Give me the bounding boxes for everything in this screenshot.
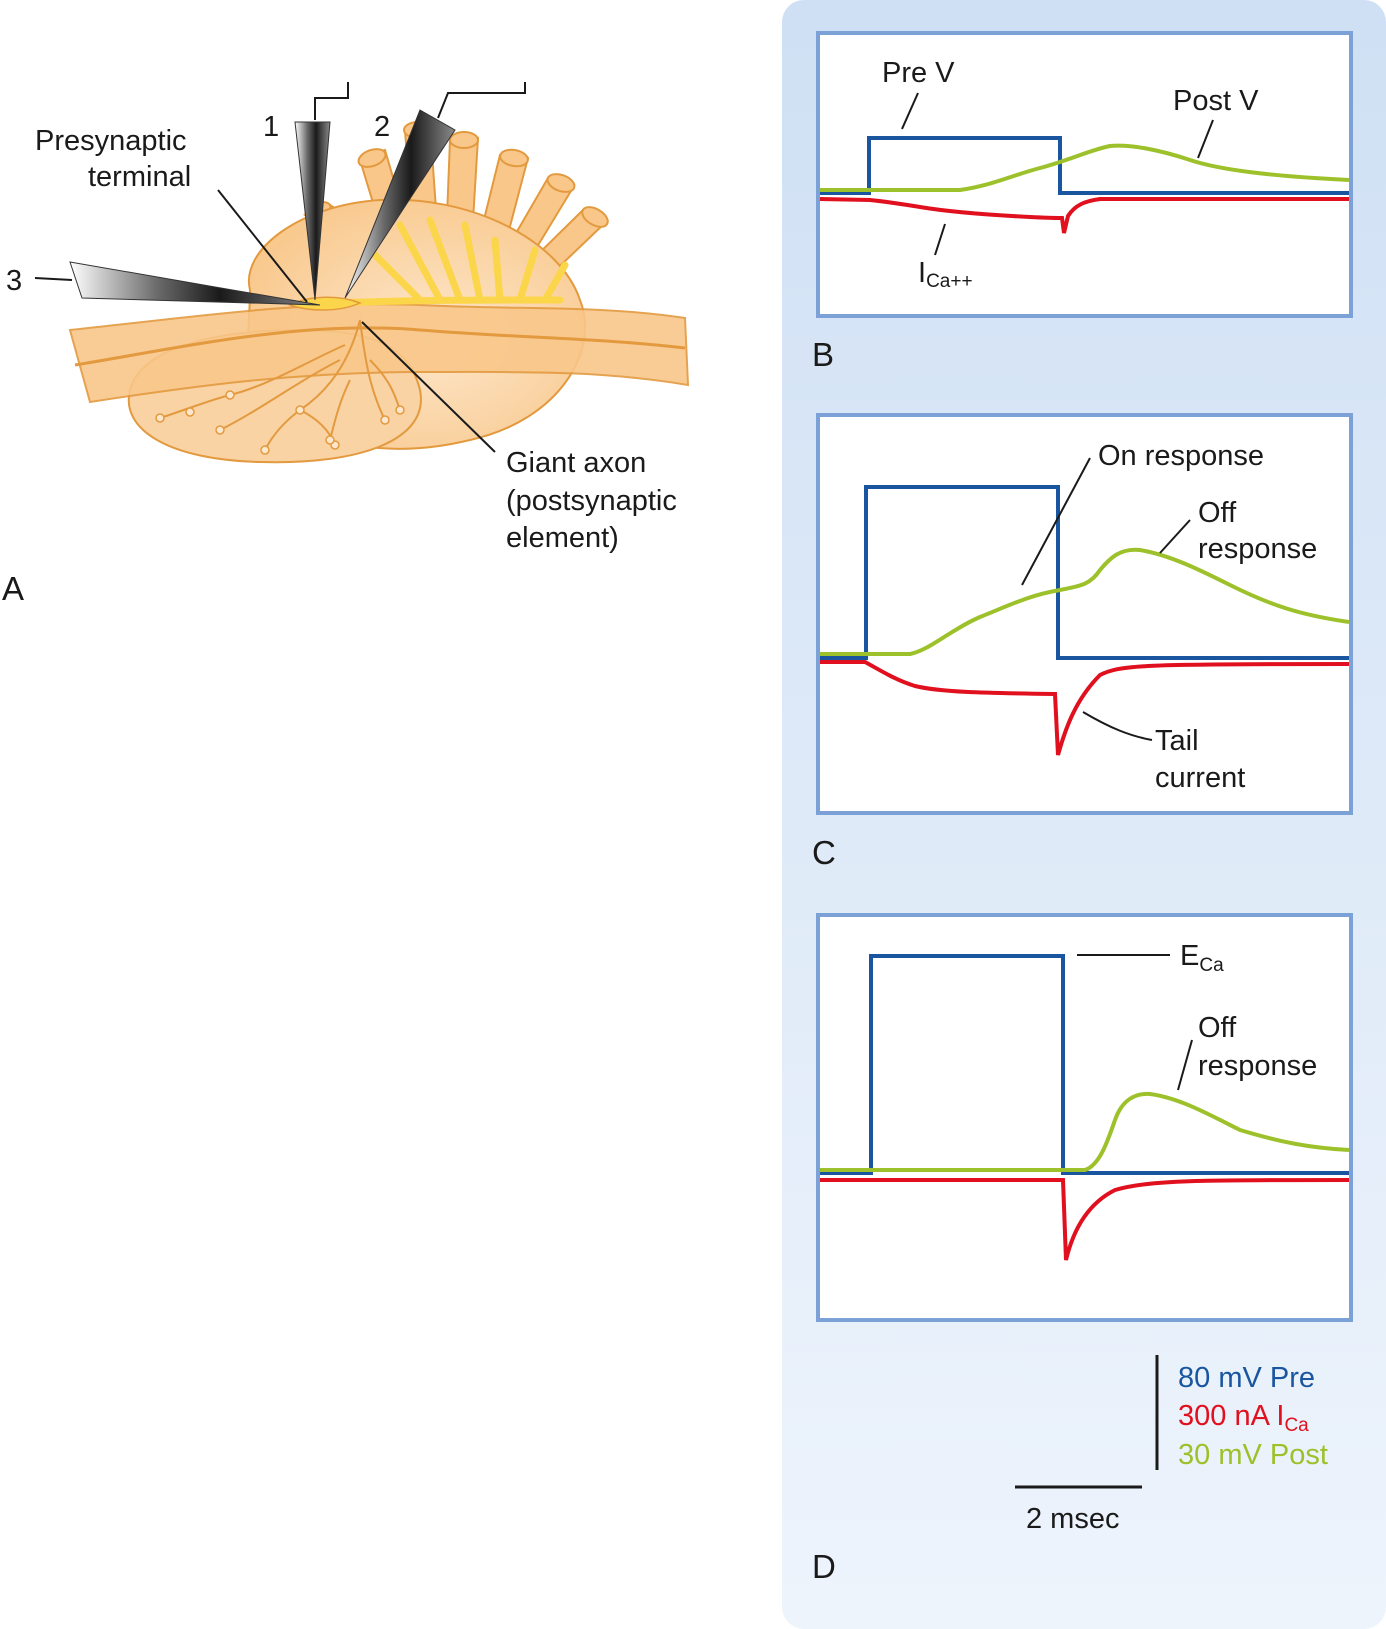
tail-current-label-line1: Tail bbox=[1155, 725, 1199, 757]
giant-axon-label-line2: (postsynaptic bbox=[506, 485, 677, 517]
panel-b-current-trace bbox=[819, 197, 1349, 234]
panel-d-current-trace bbox=[820, 1178, 1350, 1261]
panel-d-off-response-leader bbox=[1177, 1039, 1193, 1091]
scale-bars: 80 mV Pre 300 nA ICa 30 mV Post 2 msec bbox=[1015, 1355, 1328, 1535]
branch-terminals bbox=[155, 390, 405, 455]
eca-label: ECa bbox=[1180, 940, 1224, 976]
panel-d: ECa Off response bbox=[816, 913, 1353, 1322]
panel-a-illustration: 1 2 3 Presynaptic terminal Giant axon (p… bbox=[2, 82, 690, 607]
on-response-leader bbox=[1021, 457, 1091, 586]
panel-c: On response Off response Tail current C bbox=[812, 413, 1353, 871]
scale-ica-label: 300 nA ICa bbox=[1178, 1400, 1309, 1436]
axon-branches bbox=[159, 319, 401, 451]
panel-c-post-trace bbox=[820, 547, 1350, 656]
panel-b-post-trace bbox=[820, 143, 1350, 192]
pre-v-leader bbox=[901, 92, 919, 130]
electrode-2 bbox=[344, 82, 526, 299]
panel-d-letter: D bbox=[812, 1548, 836, 1585]
panel-b-letter: B bbox=[812, 336, 834, 373]
presynaptic-terminal bbox=[288, 296, 362, 311]
tail-current-leader bbox=[1082, 711, 1153, 741]
giant-axon-path bbox=[74, 326, 686, 367]
tail-current-label-line2: current bbox=[1155, 762, 1245, 794]
ica-leader bbox=[934, 223, 946, 256]
ica-label: ICa++ bbox=[918, 257, 973, 292]
electrode-1-label: 1 bbox=[263, 111, 279, 143]
off-response-label-line2: response bbox=[1198, 533, 1317, 565]
panel-a-letter: A bbox=[2, 570, 24, 607]
panel-d-off-response-line2: response bbox=[1198, 1050, 1317, 1082]
pre-v-label: Pre V bbox=[882, 57, 955, 89]
panel-c-letter: C bbox=[812, 834, 836, 871]
electrode-2-label: 2 bbox=[374, 111, 390, 143]
off-response-leader bbox=[1159, 519, 1191, 554]
panel-b: Pre V Post V ICa++ B bbox=[812, 31, 1353, 373]
giant-axon-label-line3: element) bbox=[506, 522, 619, 554]
off-response-label-line1: Off bbox=[1198, 497, 1237, 529]
panel-d-post-trace bbox=[820, 1091, 1350, 1172]
on-response-label: On response bbox=[1098, 440, 1264, 472]
scale-time-label: 2 msec bbox=[1026, 1503, 1119, 1535]
panel-c-pre-trace bbox=[820, 485, 1349, 660]
post-v-leader bbox=[1197, 119, 1214, 159]
electrode-3-label: 3 bbox=[6, 265, 22, 297]
panel-b-pre-trace bbox=[820, 136, 1349, 195]
electrode-3 bbox=[34, 261, 321, 306]
panel-d-pre-trace bbox=[820, 954, 1349, 1175]
presynaptic-label-line1: Presynaptic bbox=[35, 125, 187, 157]
panel-c-current-trace bbox=[820, 660, 1350, 756]
panel-c-frame bbox=[816, 413, 1353, 815]
post-v-label: Post V bbox=[1173, 85, 1259, 117]
panel-d-frame bbox=[816, 913, 1353, 1322]
presynaptic-label-line2: terminal bbox=[88, 161, 191, 193]
giant-axon-leader bbox=[361, 321, 496, 453]
panel-d-off-response-line1: Off bbox=[1198, 1012, 1237, 1044]
scale-pre-label: 80 mV Pre bbox=[1178, 1362, 1315, 1394]
giant-axon-label-line1: Giant axon bbox=[506, 447, 646, 479]
electrode-1 bbox=[294, 82, 349, 301]
presynaptic-leader bbox=[217, 189, 308, 303]
scale-post-label: 30 mV Post bbox=[1178, 1439, 1328, 1471]
